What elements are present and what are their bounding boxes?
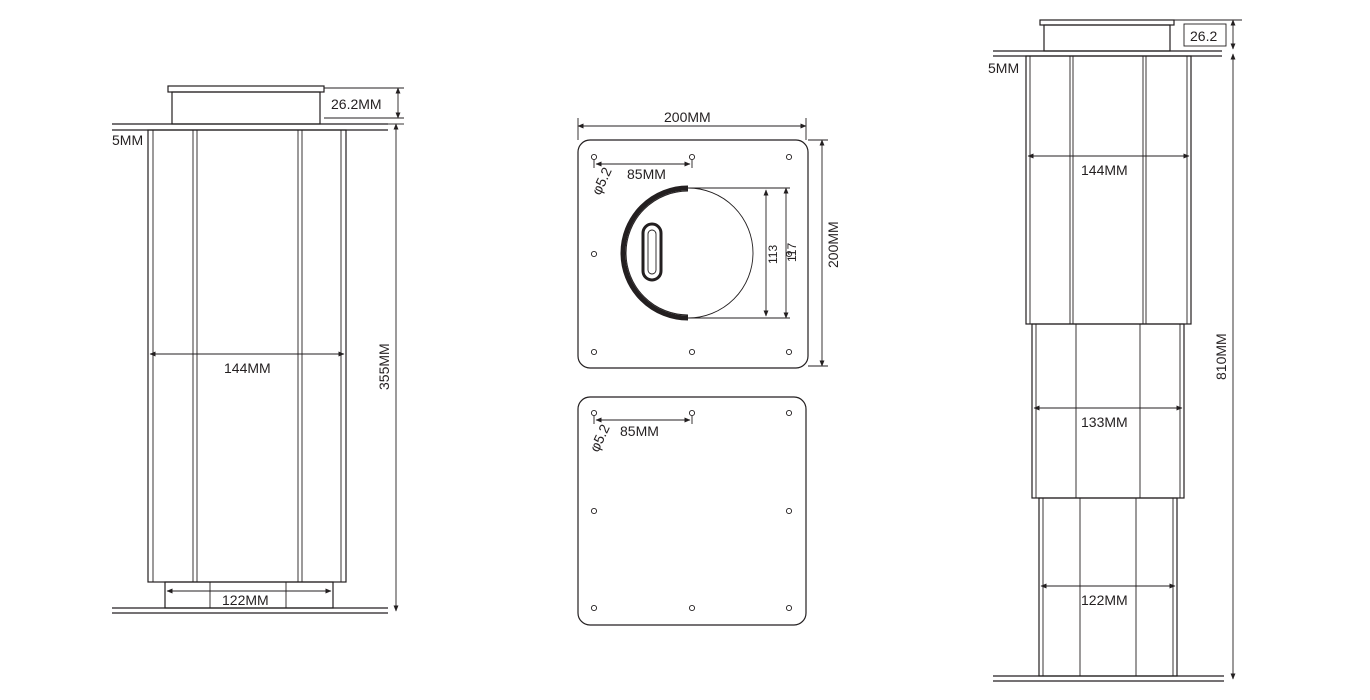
bottom-plate-view: 85MM φ5.2 [577, 396, 807, 626]
bottom-hole-spacing-label: 85MM [620, 423, 659, 439]
right-stage-1 [1025, 55, 1192, 325]
left-cap [171, 91, 321, 125]
mount-hole [590, 250, 598, 258]
mount-hole [785, 153, 793, 161]
right-total-height-label: 810MM [1213, 333, 1229, 380]
plate-width-label: 200MM [664, 109, 711, 125]
right-cap [1043, 24, 1171, 52]
right-column-view: 26.2 5MM 810MM 144MM 133MM 122MM [988, 19, 1242, 682]
opening-inner-rim [625, 190, 689, 316]
right-flange-label: 5MM [988, 60, 1019, 76]
left-body-width-label: 144MM [224, 360, 271, 376]
mount-hole [785, 604, 793, 612]
right-stage-3-width-label: 122MM [1081, 592, 1128, 608]
mount-hole [590, 348, 598, 356]
bottom-plate-outline [577, 396, 807, 626]
left-cap-height-label: 26.2MM [331, 96, 382, 112]
mount-hole [688, 348, 696, 356]
bottom-hole-diameter-label: φ5.2 [586, 421, 613, 454]
left-total-height-label: 355MM [376, 343, 392, 390]
mount-hole [590, 153, 598, 161]
mount-hole [785, 409, 793, 417]
hole-diameter-label: φ5.2 [588, 164, 615, 197]
opening-rim [620, 185, 689, 321]
opening-slot [641, 222, 663, 282]
right-cap-rim [1039, 19, 1175, 26]
mount-hole [590, 604, 598, 612]
left-column-view: 26.2MM 5MM 355MM 144MM 122MM [112, 85, 404, 614]
mount-hole [688, 153, 696, 161]
mount-hole [785, 507, 793, 515]
hole-spacing-label: 85MM [627, 166, 666, 182]
opening-outer-label: 117 [785, 243, 799, 262]
plate-height-label: 200MM [825, 221, 841, 268]
mount-hole [590, 507, 598, 515]
left-base-width-label: 122MM [222, 592, 269, 608]
left-body [147, 129, 347, 583]
right-stage-3 [1038, 497, 1178, 677]
right-stage-1-width-label: 144MM [1081, 162, 1128, 178]
mount-hole [688, 604, 696, 612]
opening-slot-inner [647, 229, 657, 275]
right-stage-2-width-label: 133MM [1081, 414, 1128, 430]
left-flange-label: 5MM [112, 132, 143, 148]
right-stage-2 [1031, 323, 1185, 499]
mount-hole [785, 348, 793, 356]
mount-hole [590, 409, 598, 417]
top-plate-outline [577, 139, 809, 369]
left-cap-rim [167, 85, 325, 93]
mount-hole [688, 409, 696, 417]
top-plate-view: 200MM 200MM 85MM φ5.2 113 117 [577, 109, 841, 369]
right-cap-height-label: 26.2 [1190, 28, 1217, 44]
right-cap-label-box [1183, 23, 1227, 47]
opening-outer-arc [687, 187, 754, 319]
opening-inner-label: 113 [766, 245, 780, 264]
